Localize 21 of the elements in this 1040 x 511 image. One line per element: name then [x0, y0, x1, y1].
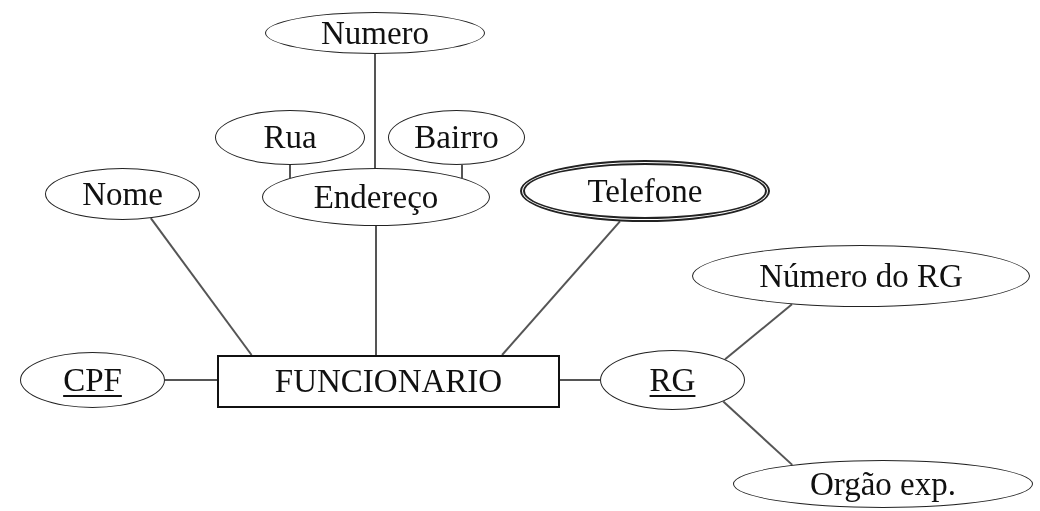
- attribute-name: Numero: [320, 14, 430, 52]
- connector-line: [289, 164, 291, 179]
- connector-line: [164, 379, 218, 381]
- connector-line: [461, 163, 463, 179]
- attribute-name: Endereço: [313, 178, 439, 216]
- attribute-name: Número do RG: [759, 257, 963, 295]
- attribute-name: Nome: [82, 175, 163, 213]
- attribute-name: Telefone: [587, 172, 703, 210]
- attribute-name: Rua: [263, 119, 317, 156]
- attribute-name: Orgão exp.: [810, 465, 956, 503]
- connector-line: [375, 225, 377, 356]
- attribute-name: Bairro: [414, 119, 499, 156]
- entity-name: FUNCIONARIO: [274, 363, 503, 400]
- connector-line: [501, 220, 621, 356]
- entity-box: [217, 355, 560, 408]
- connector-line: [722, 400, 794, 466]
- connector-line: [724, 303, 793, 361]
- attribute-name: RG: [649, 361, 696, 399]
- connector-line: [559, 379, 601, 381]
- connector-line: [374, 53, 376, 169]
- attribute-name: CPF: [63, 361, 122, 399]
